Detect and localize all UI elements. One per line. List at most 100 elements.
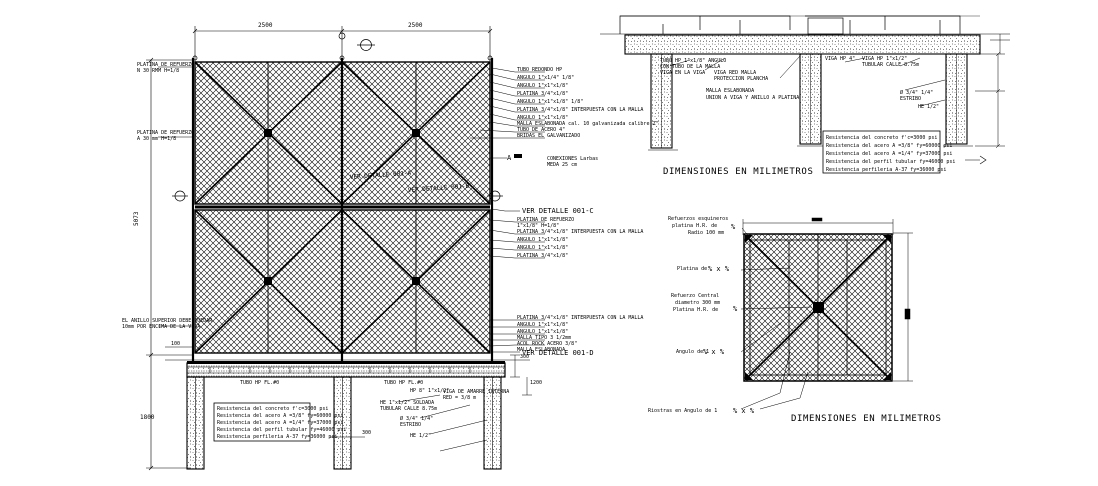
detail-corner-plates bbox=[745, 235, 891, 380]
detail-title: DIMENSIONES EN MILIMETROS bbox=[791, 414, 941, 424]
section-top-profile bbox=[600, 15, 1010, 35]
detail-frac-1: % bbox=[731, 223, 736, 231]
dim-top-left: 2500 bbox=[258, 22, 273, 29]
callout-bottom-5: ACOL ROCK ACERO 3/8" bbox=[517, 341, 577, 347]
callout-upper-3: ANGULO 1"x1"x1/8" bbox=[517, 83, 568, 89]
detail-label-3: Radio 100 mm bbox=[688, 230, 724, 236]
callout-bottom-4: MALLA TIPO 3 1/2mm bbox=[517, 335, 571, 341]
dim-height: 5073 bbox=[133, 211, 140, 226]
detail-frac-5: % x % bbox=[733, 407, 755, 415]
callout-lower-1: PLATINA DE REFUERZO bbox=[517, 217, 574, 223]
foundation-beam bbox=[165, 359, 530, 378]
section-mark-letter: A bbox=[507, 154, 512, 162]
section-label-12: ESTRIBO bbox=[900, 96, 921, 102]
ref-detail-lower: VER DETALLE 001-D bbox=[522, 349, 594, 357]
detail-label-5: Refuerzo Central bbox=[671, 293, 719, 299]
callout-upper-6: PLATINA 3/4"x1/8" INTERPUESTA CON LA MAL… bbox=[517, 107, 643, 113]
foundation-section: TUBO HP 1"x1/8" ANGULO CON TUBO DE LA MA… bbox=[600, 15, 1010, 177]
elev-spec-5: Resistencia perfileria A-37 fy=36000 psi bbox=[217, 434, 337, 440]
detail-label-1: Refuerzos esquineros bbox=[668, 216, 728, 222]
callout-lower-4: ANGULO 1"x1"x1/8" bbox=[517, 237, 568, 243]
section-label-2: CON TUBO DE LA MALLA bbox=[660, 64, 720, 70]
section-cut-mark: A bbox=[507, 154, 522, 162]
foot-callout-3: HE 1"x1/2" SOLDADA bbox=[380, 400, 434, 406]
callout-upper-9: TUBO DE ACERO 4" bbox=[517, 127, 565, 133]
right-callout-leaders bbox=[470, 67, 545, 353]
section-label-7: VIGA HP 1"x1/2" bbox=[862, 56, 907, 62]
height-dimension-line bbox=[146, 57, 193, 471]
detail-leaders bbox=[740, 227, 813, 410]
section-spec-1: Resistencia del concreto f'c=3000 psi bbox=[826, 135, 937, 141]
foundation-piles bbox=[186, 376, 502, 470]
callout-lower-5: ANGULO 1"x1"x1/8" bbox=[517, 245, 568, 251]
detail-ref-a: VER DETALLE 001-A bbox=[350, 170, 412, 181]
callout-bottom-6: MALLA ESLABONADA bbox=[517, 347, 565, 353]
center-note-2: MEDA 25 cm bbox=[547, 162, 577, 168]
foot-callout-5: Ø 3/4" 1/4" bbox=[400, 415, 433, 422]
detail-frac-4: % x % bbox=[703, 348, 725, 356]
detail-frac-3: % bbox=[733, 305, 738, 313]
callout-upper-1: TUBO REDONDO HP bbox=[517, 67, 562, 73]
elev-spec-4: Resistencia del perfil tubular fy=46000 … bbox=[217, 427, 346, 433]
section-spec-5: Resistencia perfileria A-37 fy=36000 psi bbox=[826, 167, 946, 173]
section-label-5: PROTECCION PLANCHA bbox=[714, 76, 768, 82]
dim-side-b: 1200 bbox=[530, 380, 542, 386]
callout-bottom-1: PLATINA 3/4"x1/8" INTERPUESTA CON LA MAL… bbox=[517, 315, 643, 321]
section-label-4: VIGA RED MALLA bbox=[714, 70, 756, 76]
left-callout-5: EL ANILLO SUPERIOR DEBE QUEDAR bbox=[122, 318, 213, 324]
elev-spec-1: Resistencia del concreto f'c=3000 psi bbox=[217, 406, 328, 412]
right-callouts-upper: TUBO REDONDO HP ANGULO 1"x1/4" 1/8" ANGU… bbox=[517, 67, 658, 139]
section-spec-box: Resistencia del concreto f'c=3000 psi Re… bbox=[822, 130, 955, 174]
left-callout-4: A 30 mm H=1/8 bbox=[137, 136, 176, 142]
callout-upper-4: PLATINA 3/4"x1/8" bbox=[517, 91, 568, 97]
section-beam bbox=[624, 34, 981, 55]
detail-label-4: Platina de bbox=[677, 266, 707, 272]
detail-side-dim bbox=[893, 232, 913, 382]
section-label-13: HE 1/2" bbox=[918, 104, 939, 110]
detail-ref-b: VER DETALLE 001-B bbox=[408, 183, 470, 194]
panel-detail: Refuerzos esquineros platina H.R. de Rad… bbox=[648, 216, 941, 424]
elev-spec-3: Resistencia del acero A =1/4" fy=37000 p… bbox=[217, 420, 343, 426]
section-spec-3: Resistencia del acero A =1/4" fy=37000 p… bbox=[826, 151, 952, 157]
left-callout-3: PLATINA DE REFUERZO bbox=[137, 130, 194, 136]
section-label-9: MALLA ESLABONADA bbox=[706, 88, 754, 94]
elev-spec-2: Resistencia del acero A =3/8" fy=60000 p… bbox=[217, 413, 343, 419]
detail-label-9: Riostras en Angulo de 1 bbox=[648, 408, 717, 414]
callout-bottom-2: ANGULO 1"x1"x1/8" bbox=[517, 322, 568, 328]
dim-top-right: 2500 bbox=[408, 22, 423, 29]
right-callouts-bottom: PLATINA 3/4"x1/8" INTERPUESTA CON LA MAL… bbox=[517, 315, 643, 353]
section-right-dims bbox=[975, 34, 1010, 149]
dim-post-depth: 1800 bbox=[140, 414, 155, 421]
left-callout-1: PLATINA DE REFUERZO bbox=[137, 62, 194, 68]
detail-frac-2: % x % bbox=[708, 265, 730, 273]
center-note-1: CONEXIONES Larbas bbox=[547, 156, 598, 162]
section-piles bbox=[650, 53, 968, 149]
callout-upper-10: BRIDAS EL GALVANIZADO bbox=[517, 133, 580, 139]
section-label-10: UNION A VIGA Y ANILLO A PLATINA bbox=[706, 95, 799, 101]
section-label-6: VIGA HP 4" bbox=[825, 56, 855, 62]
foot-callout-4: TUBULAR CALLE 8.75m bbox=[380, 406, 437, 412]
foot-callout-1: VIGA DE AMARRE INTERNA bbox=[443, 389, 509, 395]
section-leaders bbox=[669, 55, 946, 107]
callout-upper-8: MALLA ESLABONADA cal. 10 galvanizada cal… bbox=[517, 121, 658, 127]
beam-label-b: TUBO HP FL.#0 bbox=[384, 380, 423, 386]
detail-label-8: Angulo de 1 bbox=[676, 349, 709, 355]
section-labels: TUBO HP 1"x1/8" ANGULO CON TUBO DE LA MA… bbox=[660, 56, 939, 110]
foot-callout-6: ESTRIBO bbox=[400, 422, 421, 428]
callout-lower-2: 1"x1/8" H=1/8" bbox=[517, 223, 559, 229]
section-label-8: TUBULAR CALLE 8.75m bbox=[862, 62, 919, 68]
detail-label-6: diametro 300 mm bbox=[675, 300, 720, 306]
right-callouts-lower: PLATINA DE REFUERZO 1"x1/8" H=1/8" PLATI… bbox=[517, 217, 643, 259]
callout-upper-2: ANGULO 1"x1/4" 1/8" bbox=[517, 75, 574, 81]
left-callout-leaders bbox=[158, 66, 193, 327]
callout-lower-3: PLATINA 3/4"x1/8" INTERPUESTA CON LA MAL… bbox=[517, 229, 643, 235]
dim-corner: 100 bbox=[171, 341, 180, 347]
dim-side-a: 300 bbox=[520, 354, 529, 360]
callout-upper-5: ANGULO 1"x1"x1/8" 1/8" bbox=[517, 99, 583, 105]
dim-bottom: 300 bbox=[362, 430, 371, 436]
detail-center-plate bbox=[813, 302, 824, 313]
beam-label-a: TUBO HP FL.#0 bbox=[240, 380, 279, 386]
callout-upper-7: ANGULO 1"x1"x1/8" bbox=[517, 115, 568, 121]
foot-callout-2: RED = 3/8 m bbox=[443, 395, 476, 401]
